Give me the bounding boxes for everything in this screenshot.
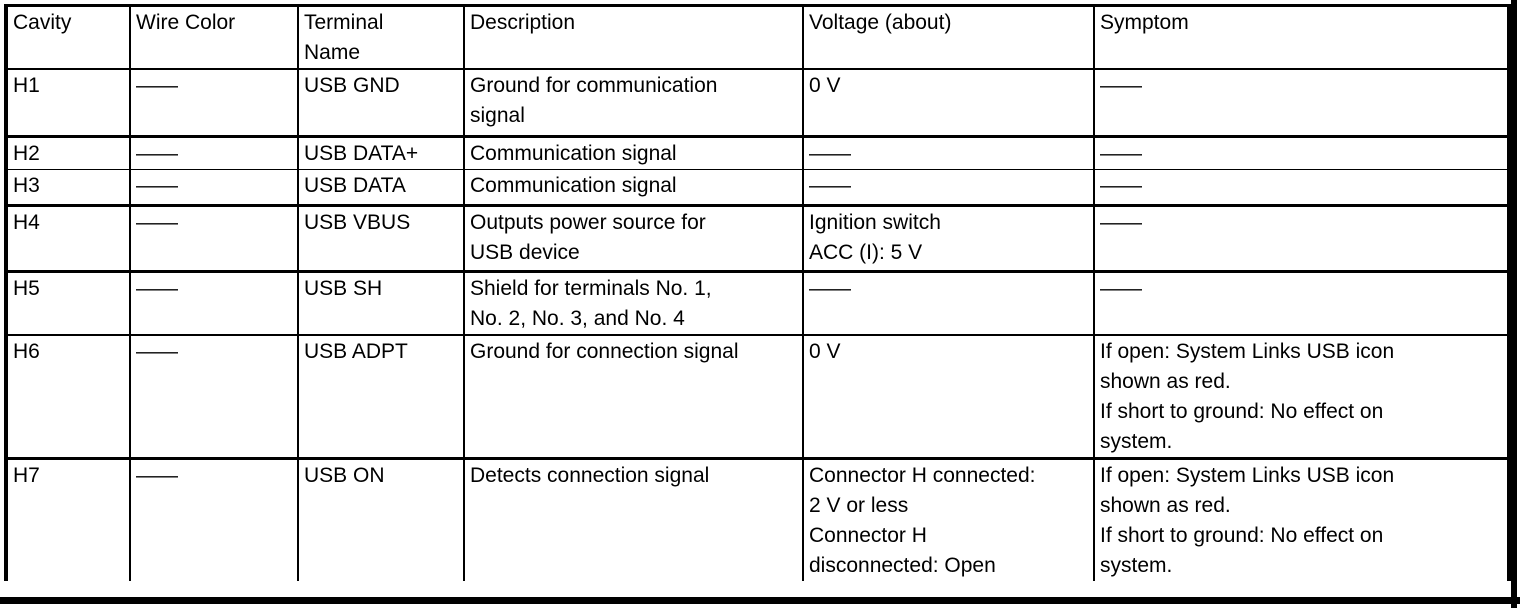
page-edge-bottom-rule bbox=[0, 597, 1520, 604]
col-header-cavity: Cavity bbox=[4, 5, 130, 69]
cell-wire-color: —— bbox=[129, 69, 298, 136]
cell-cavity: H4 bbox=[4, 205, 130, 271]
header-row: Cavity Wire Color Terminal Name Descript… bbox=[4, 5, 1511, 69]
cell-cavity: H2 bbox=[4, 136, 130, 169]
cell-wire-color: —— bbox=[129, 205, 298, 271]
cell-description: Communication signal bbox=[463, 169, 803, 205]
cell-voltage: 0 V bbox=[802, 69, 1094, 136]
cell-description: Communication signal bbox=[463, 136, 803, 169]
cell-symptom: If open: System Links USB icon shown as … bbox=[1093, 458, 1511, 581]
table-row-h1: H1 —— USB GND Ground for communication s… bbox=[4, 69, 1511, 136]
cell-terminal-name: USB DATA+ bbox=[297, 136, 464, 169]
cell-symptom: —— bbox=[1093, 205, 1511, 271]
cell-terminal-name: USB GND bbox=[297, 69, 464, 136]
cell-terminal-name: USB DATA bbox=[297, 169, 464, 205]
cell-terminal-name: USB ON bbox=[297, 458, 464, 581]
col-header-terminal-name: Terminal Name bbox=[297, 5, 464, 69]
cell-cavity: H6 bbox=[4, 334, 130, 459]
col-header-description: Description bbox=[463, 5, 803, 69]
table-row-h3: H3 —— USB DATA Communication signal —— —… bbox=[4, 169, 1511, 205]
cell-symptom: —— bbox=[1093, 69, 1511, 136]
connector-pinout-table: Cavity Wire Color Terminal Name Descript… bbox=[4, 4, 1511, 581]
cell-description: Detects connection signal bbox=[463, 458, 803, 581]
cell-symptom: —— bbox=[1093, 136, 1511, 169]
cell-voltage: Ignition switch ACC (I): 5 V bbox=[802, 205, 1094, 271]
cell-cavity: H5 bbox=[4, 271, 130, 335]
cell-symptom: —— bbox=[1093, 271, 1511, 335]
cell-wire-color: —— bbox=[129, 334, 298, 459]
cell-cavity: H7 bbox=[4, 458, 130, 581]
col-header-wire-color: Wire Color bbox=[129, 5, 298, 69]
cell-symptom: If open: System Links USB icon shown as … bbox=[1093, 334, 1511, 459]
cell-wire-color: —— bbox=[129, 169, 298, 205]
cell-wire-color: —— bbox=[129, 136, 298, 169]
cell-voltage: 0 V bbox=[802, 334, 1094, 459]
cell-description: Ground for communication signal bbox=[463, 69, 803, 136]
cell-wire-color: —— bbox=[129, 458, 298, 581]
table-row-h6: H6 —— USB ADPT Ground for connection sig… bbox=[4, 334, 1511, 459]
table-row-h7: H7 —— USB ON Detects connection signal C… bbox=[4, 458, 1511, 581]
cell-wire-color: —— bbox=[129, 271, 298, 335]
table-row-h5: H5 —— USB SH Shield for terminals No. 1,… bbox=[4, 271, 1511, 335]
cell-description: Ground for connection signal bbox=[463, 334, 803, 459]
cell-description: Shield for terminals No. 1, No. 2, No. 3… bbox=[463, 271, 803, 335]
col-header-voltage: Voltage (about) bbox=[802, 5, 1094, 69]
cell-voltage: —— bbox=[802, 169, 1094, 205]
cell-terminal-name: USB ADPT bbox=[297, 334, 464, 459]
cell-cavity: H1 bbox=[4, 69, 130, 136]
cell-symptom: —— bbox=[1093, 169, 1511, 205]
col-header-symptom: Symptom bbox=[1093, 5, 1511, 69]
cell-voltage: —— bbox=[802, 136, 1094, 169]
cell-description: Outputs power source for USB device bbox=[463, 205, 803, 271]
cell-cavity: H3 bbox=[4, 169, 130, 205]
table-row-h2: H2 —— USB DATA+ Communication signal —— … bbox=[4, 136, 1511, 169]
cell-voltage: Connector H connected: 2 V or less Conne… bbox=[802, 458, 1094, 581]
table-row-h4: H4 —— USB VBUS Outputs power source for … bbox=[4, 205, 1511, 271]
page-edge-right-rule bbox=[1511, 0, 1517, 608]
cell-terminal-name: USB SH bbox=[297, 271, 464, 335]
cell-terminal-name: USB VBUS bbox=[297, 205, 464, 271]
cell-voltage: —— bbox=[802, 271, 1094, 335]
